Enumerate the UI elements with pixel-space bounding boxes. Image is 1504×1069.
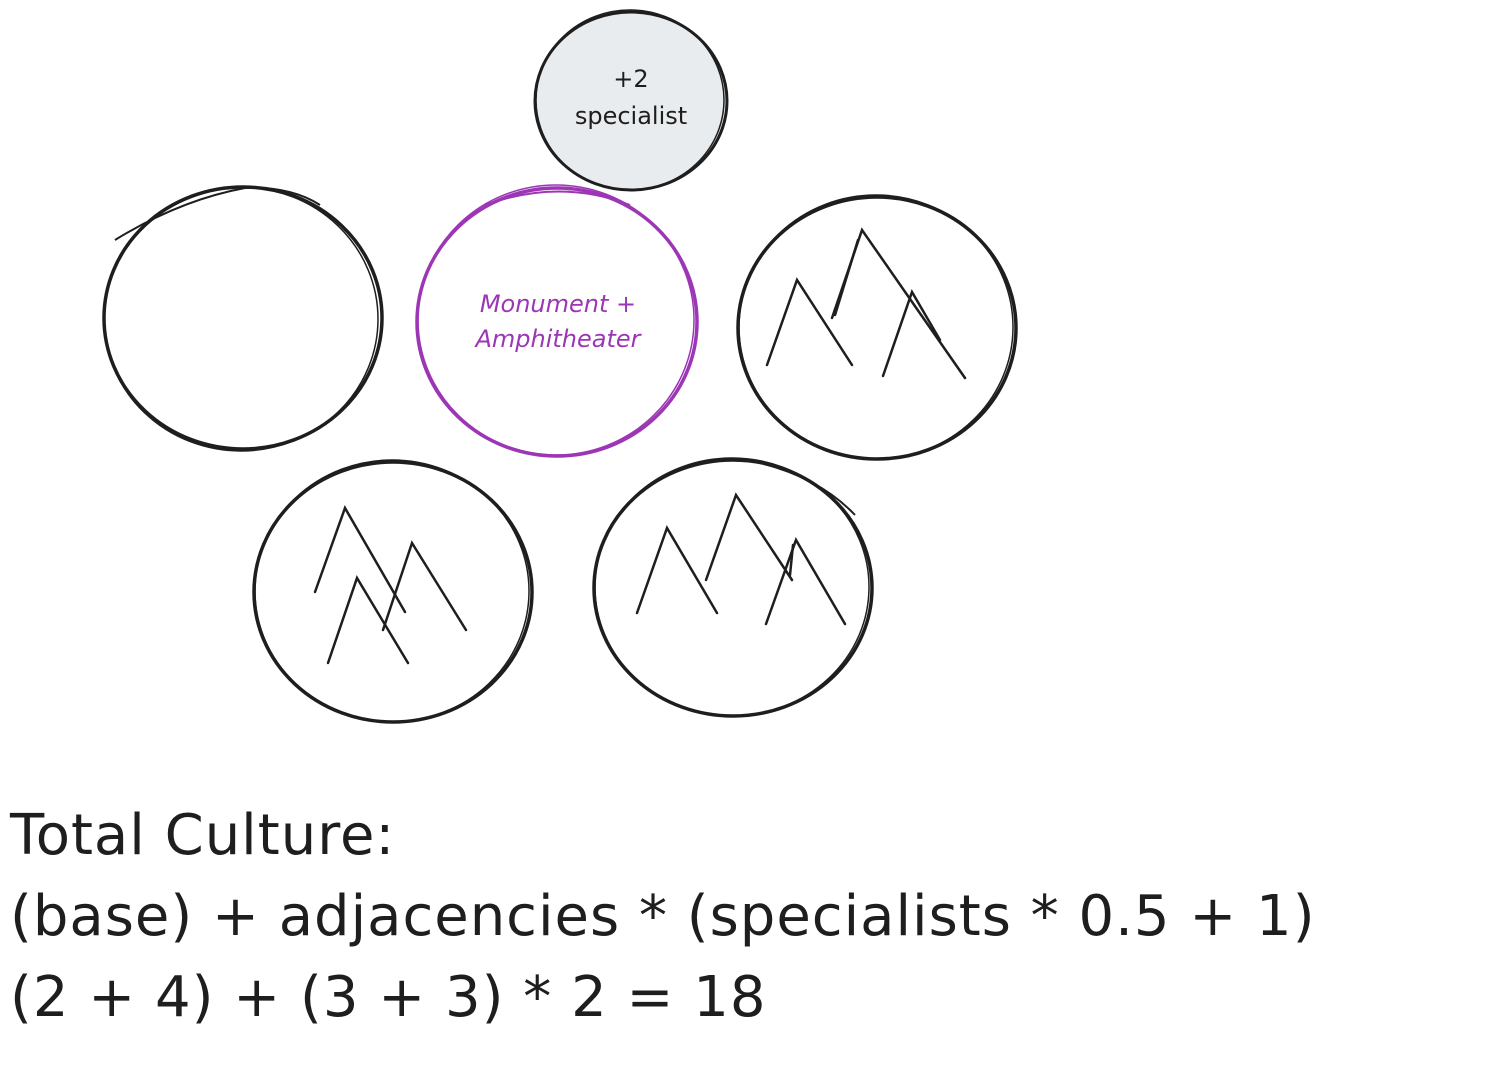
diagram-canvas: +2 specialist Monument + Amphitheater <box>102 9 1018 724</box>
total-culture-formula: Total Culture: (base) + adjacencies * (s… <box>10 795 1316 1038</box>
formula-calculation: (2 + 4) + (3 + 3) * 2 = 18 <box>10 965 767 1030</box>
buildings-label-line1: Monument + <box>480 290 636 318</box>
formula-heading: Total Culture: <box>10 803 396 868</box>
specialist-node: +2 specialist <box>533 9 729 192</box>
mountain-icon <box>313 505 468 665</box>
specialist-count-label: +2 <box>613 65 648 93</box>
mountain-node-bottom-left <box>252 459 534 724</box>
city-center-node: Monument + Amphitheater <box>415 184 699 458</box>
specialist-label: specialist <box>575 102 687 130</box>
mountain-node-bottom-right <box>592 457 874 718</box>
mountain-icon <box>635 492 847 626</box>
empty-node <box>102 185 384 452</box>
formula-expression: (base) + adjacencies * (specialists * 0.… <box>10 884 1316 949</box>
buildings-label-line2: Amphitheater <box>473 325 642 353</box>
mountain-node-right <box>736 194 1018 461</box>
mountain-icon <box>765 227 967 380</box>
